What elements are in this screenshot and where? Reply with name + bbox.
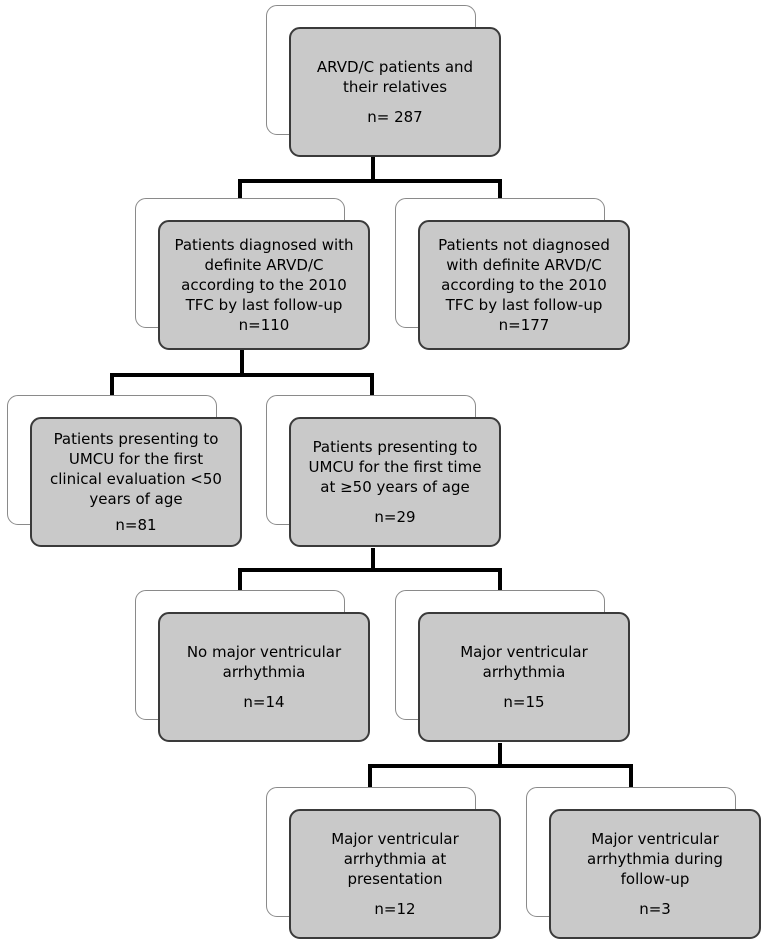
node-under50-line-3: clinical evaluation <50 xyxy=(50,470,222,488)
connector-definite xyxy=(110,350,374,395)
node-under50-line-1: Patients presenting to xyxy=(53,430,219,448)
node-over50-line-3: at ≥50 years of age xyxy=(320,478,470,496)
node-mva-followup-line-3: follow-up xyxy=(620,870,690,888)
node-root-count: n= 287 xyxy=(367,108,423,126)
node-root-line-2: their relatives xyxy=(342,78,448,96)
node-mva-presentation-count: n=12 xyxy=(374,900,416,918)
node-definite-line-3: according to the 2010 xyxy=(181,276,347,294)
node-mva-presentation-line-3: presentation xyxy=(347,870,443,888)
node-mva-line-1: Major ventricular xyxy=(460,643,588,661)
node-mva-line-2: arrhythmia xyxy=(482,663,566,681)
node-mva-followup-box: Major ventricular arrhythmia during foll… xyxy=(549,809,761,939)
node-not-definite-line-2: with definite ARVD/C xyxy=(446,256,602,274)
node-mva-presentation-line-2: arrhythmia at xyxy=(343,850,447,868)
node-mva-followup: Major ventricular arrhythmia during foll… xyxy=(526,787,761,939)
node-not-definite-line-3: according to the 2010 xyxy=(441,276,607,294)
node-mva-presentation: Major ventricular arrhythmia at presenta… xyxy=(266,787,501,939)
node-over50: Patients presenting to UMCU for the firs… xyxy=(266,395,501,547)
node-definite-line-4: TFC by last follow-up xyxy=(185,296,343,314)
node-no-mva-box: No major ventricular arrhythmia n=14 xyxy=(158,612,370,742)
node-not-definite-line-1: Patients not diagnosed xyxy=(438,236,610,254)
node-under50: Patients presenting to UMCU for the firs… xyxy=(7,395,242,547)
node-under50-count: n=81 xyxy=(115,516,157,534)
node-under50-box: Patients presenting to UMCU for the firs… xyxy=(30,417,242,547)
connector-mva xyxy=(368,743,633,787)
node-under50-line-2: UMCU for the first xyxy=(68,450,204,468)
node-over50-count: n=29 xyxy=(374,508,416,526)
connector-root xyxy=(238,155,502,200)
node-root-line-1: ARVD/C patients and xyxy=(316,58,474,76)
node-no-mva-count: n=14 xyxy=(243,693,285,711)
node-not-definite: Patients not diagnosed with definite ARV… xyxy=(395,198,630,350)
node-no-mva-line-1: No major ventricular xyxy=(186,643,342,661)
connector-over50 xyxy=(238,548,502,590)
node-no-mva-line-2: arrhythmia xyxy=(222,663,306,681)
node-definite-box: Patients diagnosed with definite ARVD/C … xyxy=(158,220,370,350)
node-over50-line-2: UMCU for the first time xyxy=(308,458,482,476)
node-root-box: ARVD/C patients and their relatives n= 2… xyxy=(289,27,501,157)
node-definite-line-1: Patients diagnosed with xyxy=(174,236,354,254)
node-mva-followup-count: n=3 xyxy=(639,900,671,918)
node-over50-line-1: Patients presenting to xyxy=(312,438,478,456)
node-mva: Major ventricular arrhythmia n=15 xyxy=(395,590,630,742)
node-not-definite-count: n=177 xyxy=(498,316,550,334)
node-definite-line-2: definite ARVD/C xyxy=(204,256,324,274)
node-definite: Patients diagnosed with definite ARVD/C … xyxy=(135,198,370,350)
node-root: ARVD/C patients and their relatives n= 2… xyxy=(266,5,501,157)
node-definite-count: n=110 xyxy=(238,316,290,334)
node-mva-presentation-line-1: Major ventricular xyxy=(331,830,459,848)
node-mva-followup-line-2: arrhythmia during xyxy=(587,850,723,868)
node-not-definite-box: Patients not diagnosed with definite ARV… xyxy=(418,220,630,350)
node-no-mva: No major ventricular arrhythmia n=14 xyxy=(135,590,370,742)
node-over50-box: Patients presenting to UMCU for the firs… xyxy=(289,417,501,547)
node-mva-followup-line-1: Major ventricular xyxy=(591,830,719,848)
node-mva-count: n=15 xyxy=(503,693,545,711)
node-under50-line-4: years of age xyxy=(89,490,183,508)
node-not-definite-line-4: TFC by last follow-up xyxy=(445,296,603,314)
node-mva-box: Major ventricular arrhythmia n=15 xyxy=(418,612,630,742)
node-mva-presentation-box: Major ventricular arrhythmia at presenta… xyxy=(289,809,501,939)
